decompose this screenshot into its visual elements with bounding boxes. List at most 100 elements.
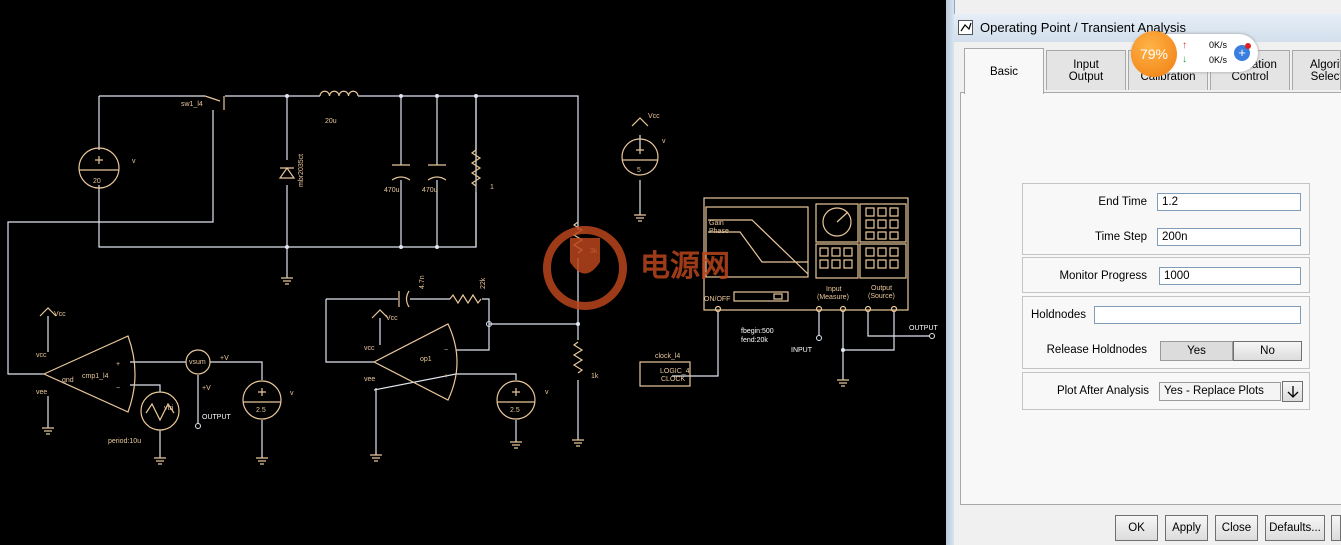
help-button-partial[interactable] — [1331, 515, 1341, 541]
plot-dropdown-button[interactable] — [1282, 381, 1303, 402]
resistor-1[interactable] — [470, 149, 482, 187]
plot-after-analysis-select[interactable]: Yes - Replace Plots — [1159, 382, 1281, 401]
input-measure-2: (Measure) — [817, 294, 849, 301]
capacitor-470u-1[interactable] — [391, 164, 411, 181]
plot-after-analysis-label: Plot After Analysis — [1056, 385, 1149, 397]
watermark-logo: 电源网 — [543, 226, 730, 310]
sw1-label: sw1_l4 — [181, 101, 203, 108]
monitor-progress-input[interactable]: 1000 — [1159, 267, 1301, 285]
comparator-cmp1[interactable]: + − cmp1_l4 vcc vee gnd Vcc — [36, 307, 136, 413]
clock-l4-block[interactable]: clock_l4 LOGIC_4 CLOCK — [639, 353, 691, 387]
dialog-title: Operating Point / Transient Analysis — [980, 20, 1186, 35]
arrow-down-icon — [1287, 386, 1299, 398]
release-no-button[interactable]: No — [1233, 341, 1302, 361]
inductor-20u[interactable] — [319, 90, 359, 97]
op-plus: + — [444, 373, 448, 380]
cmp-vcc-label: Vcc — [54, 311, 66, 318]
logic-line2: CLOCK — [661, 376, 685, 383]
tab-algo-line1: Algorithm — [1310, 58, 1340, 71]
phase-label: Phase — [709, 228, 729, 235]
vcc-label: Vcc — [648, 113, 660, 120]
tab-io-line1: Input — [1073, 58, 1099, 71]
v5-value: 5 — [637, 167, 641, 174]
plus-sign: + — [116, 361, 120, 368]
resistor-22k[interactable] — [449, 293, 482, 305]
ok-button[interactable]: OK — [1115, 515, 1158, 541]
network-analyzer[interactable]: Gain Phase ON/OFF Input (Measure) Output… — [703, 197, 909, 313]
vtri-label: vtri — [164, 405, 174, 412]
tab-algo-label: AlgorithmSelection — [1310, 58, 1340, 83]
close-button[interactable]: Close — [1215, 515, 1258, 541]
watermark-text: 电源网 — [640, 250, 730, 283]
vsum-block[interactable]: vsum +V +V OUTPUT — [185, 349, 232, 421]
monitor-progress-label: Monitor Progress — [1059, 270, 1147, 282]
end-time-input[interactable]: 1.2 — [1157, 193, 1301, 211]
tab-basic[interactable]: Basic — [964, 48, 1044, 94]
fend-label: fend:20k — [741, 337, 768, 344]
opamp-op1[interactable]: − + op1 vcc vee Vcc — [364, 309, 458, 401]
period-label: period:10u — [108, 438, 141, 445]
cap1-label: 470u — [384, 187, 400, 194]
cmp-vee-pin: vee — [36, 389, 47, 396]
op1-label: op1 — [420, 356, 432, 363]
diode-label: mbr2035ct — [298, 154, 305, 187]
junction-dots — [195, 94, 935, 429]
cap2-label: 470u — [422, 187, 438, 194]
schematic-canvas[interactable]: sw1_l4 20 v mbr2035ct 20u 470u 470u 1 5 … — [0, 0, 946, 545]
r22k-label: 22k — [480, 277, 487, 289]
tab-algorithm-selection[interactable]: AlgorithmSelection — [1292, 50, 1341, 90]
op-minus: − — [444, 347, 448, 354]
vsum-plus1: +V — [220, 355, 229, 362]
onoff-label: ON/OFF — [704, 296, 730, 303]
time-step-input[interactable]: 200n — [1157, 228, 1301, 246]
download-speed: 0K/s — [1209, 55, 1228, 65]
defaults-button[interactable]: Defaults... — [1265, 515, 1325, 541]
output-label: OUTPUT — [909, 325, 939, 332]
tab-sim-line2: Control — [1231, 70, 1269, 83]
cmp-vcc-pin: vcc — [36, 352, 47, 359]
triangle-source-vtri[interactable]: vtri period:10u — [108, 391, 180, 445]
notification-dot-icon — [1245, 43, 1251, 49]
resistor-1k[interactable] — [572, 341, 584, 374]
op-vee-pin: vee — [364, 376, 375, 383]
release-yes-button[interactable]: Yes — [1160, 341, 1233, 361]
cmp-gnd-pin: gnd — [62, 377, 74, 384]
cmp-label: cmp1_l4 — [82, 373, 109, 380]
v25b-value: 2.5 — [510, 407, 520, 414]
v5-label: v — [662, 138, 666, 145]
app-icon — [958, 20, 973, 35]
v25a-value: 2.5 — [256, 407, 266, 414]
diode-mbr2035ct[interactable] — [278, 166, 296, 179]
vsum-label: vsum — [189, 359, 206, 366]
voltage-source-20[interactable]: 20 v — [78, 147, 136, 189]
output-source-2: (Source) — [868, 293, 895, 300]
tab-basic-label: Basic — [989, 65, 1019, 78]
v25a-label: v — [290, 390, 294, 397]
clock-label: clock_l4 — [655, 353, 680, 360]
r1-label: 1 — [490, 184, 494, 191]
capacitor-470u-2[interactable] — [427, 164, 447, 181]
tab-io-line2: Output — [1068, 70, 1104, 83]
voltage-source-5[interactable]: 5 Vcc v — [621, 113, 666, 176]
source-value: 20 — [93, 178, 101, 185]
inductor-label: 20u — [325, 118, 337, 125]
voltage-source-2.5-a[interactable]: 2.5 v — [242, 380, 294, 420]
holdnodes-input[interactable] — [1094, 306, 1301, 324]
input-measure-1: Input — [826, 286, 842, 293]
end-time-label: End Time — [1098, 196, 1147, 208]
input-label: INPUT — [791, 347, 813, 354]
cpu-usage-ball[interactable]: 79% — [1131, 31, 1177, 77]
minus-sign: − — [116, 385, 120, 392]
plus-icon[interactable]: + — [1234, 45, 1250, 61]
apply-button[interactable]: Apply — [1165, 515, 1208, 541]
release-holdnodes-label: Release Holdnodes — [1046, 344, 1147, 356]
logic-line1: LOGIC_4 — [660, 368, 690, 375]
voltage-source-2.5-b[interactable]: 2.5 v — [496, 380, 549, 420]
op-vcc-pin: vcc — [364, 345, 375, 352]
switch-sw1[interactable] — [204, 95, 225, 110]
capacitor-4.7n[interactable] — [398, 290, 410, 308]
v25b-label: v — [545, 389, 549, 396]
upload-speed: 0K/s — [1209, 40, 1228, 50]
